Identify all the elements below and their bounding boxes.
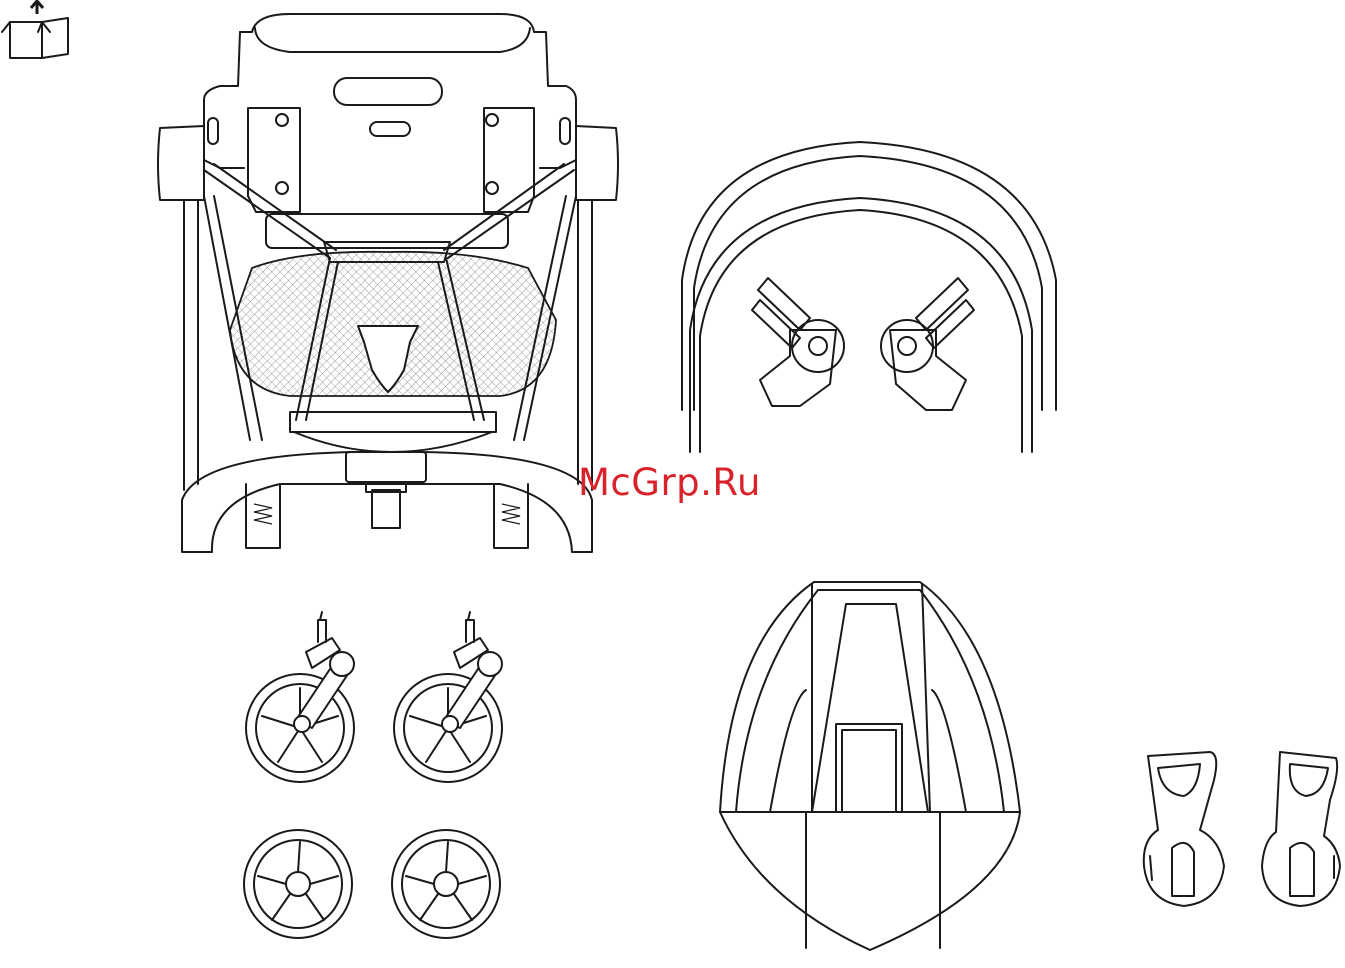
front-swivel-wheels xyxy=(246,612,502,782)
box-with-up-arrow-icon xyxy=(2,1,68,58)
canopy-adapters xyxy=(752,278,974,410)
car-seat-adapters xyxy=(1144,752,1340,906)
stroller-frame xyxy=(158,14,618,552)
rear-wheel-right xyxy=(392,830,500,938)
rear-wheel-left xyxy=(244,830,352,938)
watermark-text: McGrp.Ru xyxy=(578,464,761,501)
car-seat-adapter-right xyxy=(1262,752,1340,906)
rear-wheels xyxy=(244,830,500,938)
rain-cover xyxy=(720,582,1020,950)
canopy-frame xyxy=(682,142,1056,452)
front-wheel-right xyxy=(394,612,502,782)
front-wheel-left xyxy=(246,612,354,782)
car-seat-adapter-left xyxy=(1144,752,1224,906)
